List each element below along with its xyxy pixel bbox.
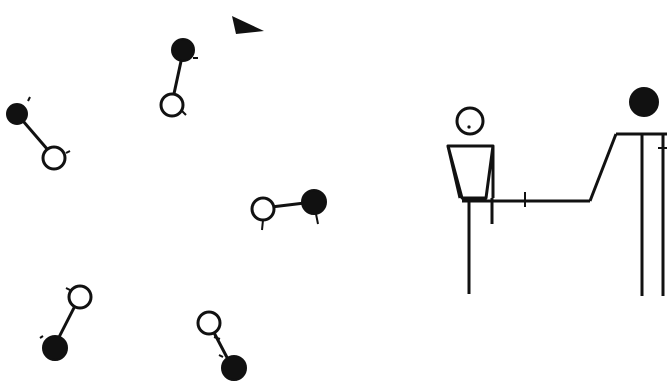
filled-atom-icon <box>43 336 67 360</box>
dumbbell-pair-4 <box>40 286 91 360</box>
filled-head-icon <box>630 88 658 116</box>
dumbbell-pair-5 <box>198 312 246 380</box>
filled-atom-icon <box>7 104 27 124</box>
right-scene <box>448 88 667 296</box>
hollow-atom-icon <box>198 312 220 334</box>
filled-atom-icon <box>302 190 326 214</box>
left-scene <box>7 8 326 380</box>
rotation-arrow-icon <box>42 8 264 42</box>
hollow-atom-icon <box>69 286 91 308</box>
filled-atom-icon <box>222 356 246 380</box>
hollow-atom-icon <box>43 147 65 169</box>
dumbbell-pair-1 <box>7 97 70 169</box>
stick-figure-filled-head <box>616 88 667 296</box>
filled-atom-icon <box>172 39 194 61</box>
hollow-head-icon <box>457 108 483 134</box>
hollow-atom-icon <box>161 94 183 116</box>
dumbbell-pair-2 <box>161 39 198 116</box>
hollow-atom-icon <box>252 198 274 220</box>
dumbbell-pair-3 <box>252 190 326 230</box>
